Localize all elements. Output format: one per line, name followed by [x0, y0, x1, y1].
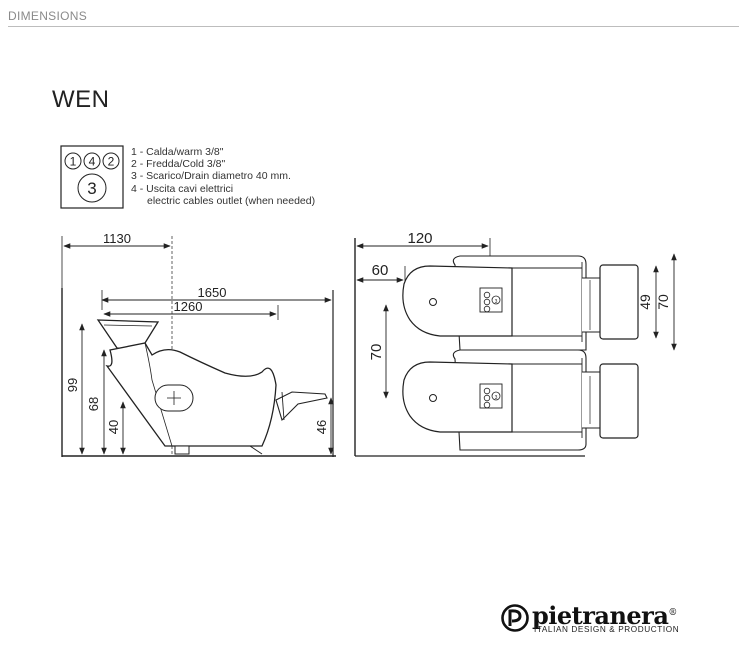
- dim-1260: 1260: [174, 299, 203, 314]
- legend-item-cables-note: electric cables outlet (when needed): [147, 194, 316, 207]
- brand-registered-mark: ®: [668, 608, 677, 618]
- brand-tagline: ITALIAN DESIGN & PRODUCTION: [534, 625, 680, 634]
- dim-1650: 1650: [198, 285, 227, 300]
- dim-1130: 1130: [103, 231, 131, 246]
- dim-46: 46: [314, 420, 329, 434]
- symbol-cables: 4: [89, 155, 96, 169]
- top-view-unit-upper: [402, 255, 639, 351]
- dim-70-right: 70: [655, 294, 671, 310]
- brand-name: pietranera®: [532, 600, 677, 629]
- legend-item-cables: 4 - Uscita cavi elettrici: [131, 182, 234, 195]
- unit-symbol-lower: 3: [495, 395, 498, 401]
- legend-item-cold: 2 - Fredda/Cold 3/8": [131, 158, 226, 171]
- dim-49: 49: [637, 294, 653, 310]
- top-view: [354, 238, 677, 457]
- section-header: DIMENSIONS: [8, 6, 739, 27]
- brand-mark-icon: [501, 604, 529, 632]
- connection-legend: 1 - Calda/warm 3/8" 2 - Fredda/Cold 3/8"…: [131, 146, 315, 207]
- section-label: DIMENSIONS: [8, 9, 88, 23]
- model-title: WEN: [52, 86, 110, 113]
- dim-99: 99: [65, 378, 80, 392]
- unit-symbol-upper: 3: [495, 299, 498, 305]
- brand-logo: pietranera® ITALIAN DESIGN & PRODUCTION: [500, 600, 700, 640]
- top-view-unit-lower: [402, 349, 639, 451]
- side-view-labels: 1130 1650 1260 99 68 40 46: [65, 231, 329, 434]
- dim-68: 68: [86, 397, 101, 411]
- top-view-labels: 120 60 70 49 70 3 3: [368, 230, 671, 401]
- symbol-warm: 1: [70, 155, 77, 169]
- dim-120: 120: [407, 230, 432, 247]
- legend-item-warm: 1 - Calda/warm 3/8": [131, 146, 224, 158]
- side-view: [61, 236, 336, 457]
- dim-60: 60: [372, 262, 389, 279]
- brand-name-text: pietranera: [532, 601, 669, 630]
- dim-40: 40: [106, 420, 121, 434]
- connection-symbol-box: 1 4 2 3: [60, 145, 124, 209]
- symbol-cold: 2: [108, 155, 115, 169]
- legend-item-drain: 3 - Scarico/Drain diametro 40 mm.: [131, 170, 291, 183]
- dim-70-left: 70: [368, 344, 385, 361]
- symbol-drain: 3: [87, 179, 96, 198]
